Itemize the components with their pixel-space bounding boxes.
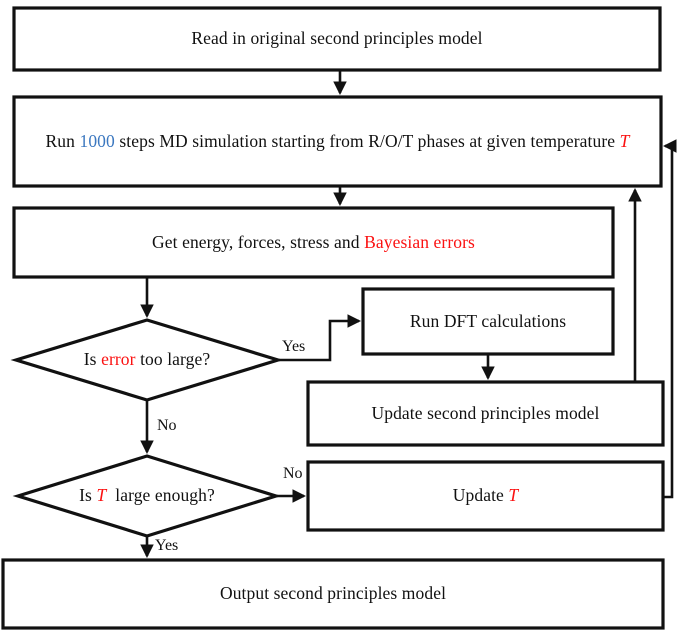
node-read-model-shape xyxy=(12,6,662,72)
node-get-energy-shape xyxy=(12,206,615,279)
edge-label-yes-temp: Yes xyxy=(155,537,179,554)
edge-update-t-to-run xyxy=(662,139,677,499)
node-run-dft-label: Run DFT calculations xyxy=(409,310,567,331)
node-output-model-label: Output second principles model xyxy=(219,583,447,604)
node-is-t-large-shape xyxy=(12,454,282,538)
node-read-model-label: Read in original second principles model xyxy=(191,28,483,49)
edge-label-no-temp: No xyxy=(283,465,303,482)
edge-label-no-error: No xyxy=(157,417,177,434)
edge-label-yes-error: Yes xyxy=(282,338,306,355)
node-update-t-label: Update T xyxy=(452,485,519,506)
node-get-energy-label: Get energy, forces, stress and Bayesian … xyxy=(152,231,475,252)
node-run-md-label: Run 1000 steps MD simulation starting fr… xyxy=(45,130,630,151)
node-update-model-shape xyxy=(306,380,665,447)
node-is-t-large-label: Is T large enough? xyxy=(79,485,215,506)
node-update-t-shape xyxy=(306,460,665,532)
node-run-md-shape xyxy=(12,95,663,188)
node-update-model-label: Update second principles model xyxy=(371,402,600,423)
edge-error-yes-to-dft xyxy=(278,314,362,362)
node-is-error-large-label: Is error too large? xyxy=(83,349,211,370)
node-run-dft-shape xyxy=(361,287,615,356)
node-output-model-shape xyxy=(1,558,665,630)
node-is-error-large-shape xyxy=(10,318,284,402)
